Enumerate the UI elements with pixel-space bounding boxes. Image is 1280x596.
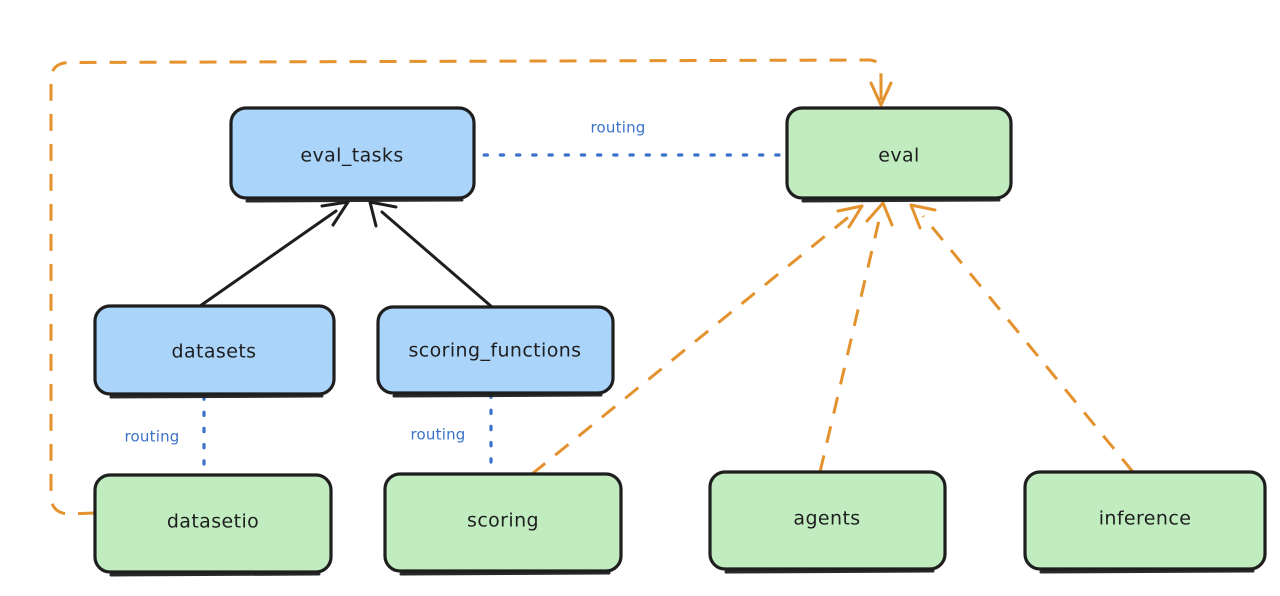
edge-line-inference-eval (921, 215, 1135, 473)
edge-label-routing-scoring-functions: routing (411, 426, 466, 444)
node-box-agents[interactable] (708, 470, 947, 571)
node-box-eval_tasks[interactable] (229, 106, 476, 200)
edge-scoring_functions-eval_tasks (368, 200, 494, 309)
node-eval_tasks[interactable]: eval_tasks (229, 106, 476, 203)
node-box-eval[interactable] (785, 106, 1013, 200)
edge-inference-eval (909, 203, 1135, 473)
edge-line-agents-eval (818, 215, 882, 473)
edge-agents-eval (818, 201, 894, 473)
node-eval[interactable]: eval (785, 106, 1013, 203)
node-label-agents: agents (793, 508, 860, 530)
node-scoring_functions[interactable]: scoring_functions (376, 305, 615, 398)
node-label-scoring_functions: scoring_functions (409, 340, 582, 362)
edge-datasets-eval_tasks (198, 200, 350, 308)
node-shadow-inference (1039, 569, 1255, 574)
node-label-datasetio: datasetio (167, 511, 259, 533)
edge-line-datasets-eval_tasks (198, 209, 338, 308)
edge-line-scoring-eval (531, 213, 852, 476)
node-label-datasets: datasets (172, 341, 257, 363)
edge-label-routing-datasets: routing (125, 428, 180, 446)
edge-line-datasetio-eval (49, 58, 883, 516)
node-shadow-datasets (109, 394, 324, 399)
edge-datasetio-eval (49, 58, 893, 516)
arrowhead-datasets-eval_tasks (320, 200, 350, 227)
node-shadow-eval (801, 198, 1001, 203)
node-shadow-scoring (399, 571, 611, 576)
node-label-eval_tasks: eval_tasks (300, 145, 403, 167)
node-box-scoring[interactable] (383, 472, 623, 573)
node-agents[interactable]: agents (708, 470, 947, 574)
node-inference[interactable]: inference (1023, 470, 1267, 574)
node-label-eval: eval (878, 145, 919, 167)
node-shadow-scoring_functions (392, 393, 603, 398)
node-shadow-agents (724, 569, 935, 574)
node-datasetio[interactable]: datasetio (93, 473, 333, 577)
edge-line-scoring_functions-eval_tasks (380, 210, 494, 309)
arrowhead-inference-eval (909, 203, 937, 230)
node-scoring[interactable]: scoring (383, 472, 623, 576)
node-shadow-datasetio (109, 572, 321, 577)
edge-scoring-eval (531, 204, 864, 476)
node-box-scoring_functions[interactable] (376, 305, 615, 395)
edge-label-routing-eval-tasks: routing (591, 119, 646, 137)
node-label-inference: inference (1099, 508, 1192, 530)
node-box-inference[interactable] (1023, 470, 1267, 571)
arrowhead-datasetio-eval (869, 81, 893, 107)
arrowhead-scoring_functions-eval_tasks (368, 200, 398, 228)
node-label-scoring: scoring (467, 510, 539, 532)
node-box-datasets[interactable] (93, 304, 336, 396)
node-datasets[interactable]: datasets (93, 304, 336, 399)
node-box-datasetio[interactable] (93, 473, 333, 574)
arrowhead-scoring-eval (836, 204, 864, 229)
node-shadow-eval_tasks (245, 198, 464, 203)
arrowhead-agents-eval (865, 201, 894, 227)
